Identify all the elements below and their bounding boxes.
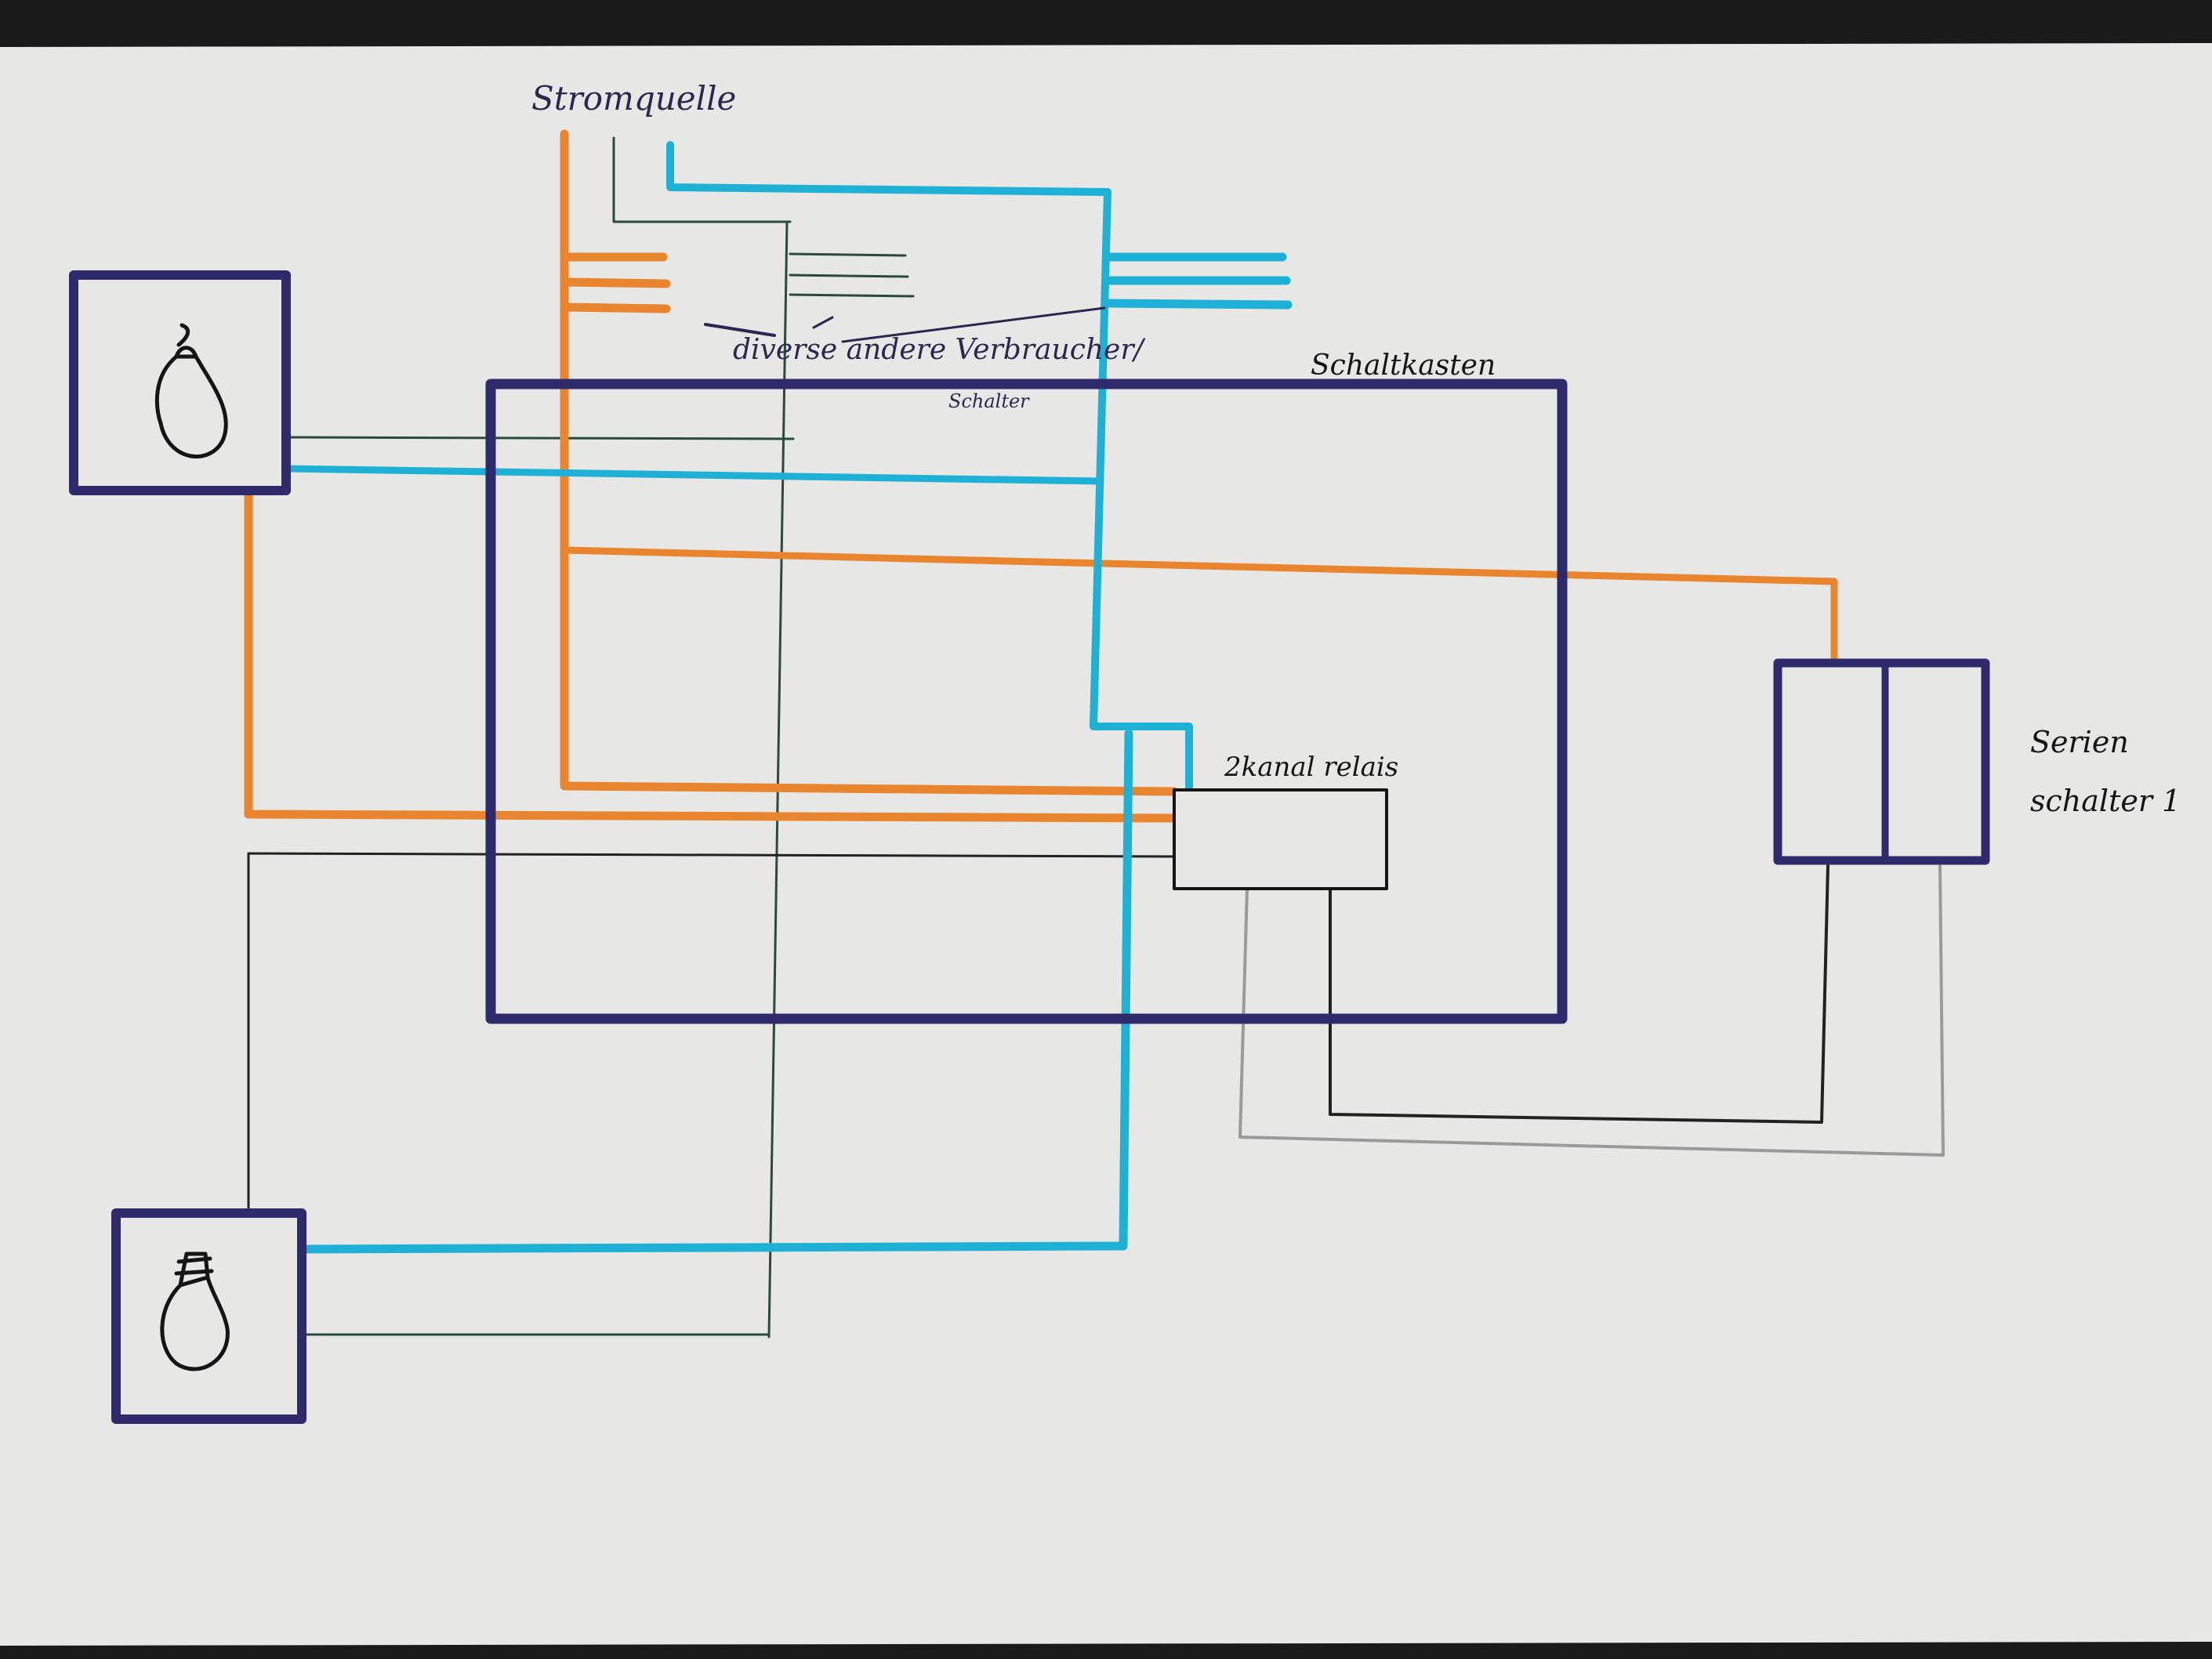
phase-wire-trunk <box>560 129 1179 796</box>
neutral-wire-lamp-2 <box>297 729 1133 1254</box>
lightbulb-icon <box>154 323 228 458</box>
label-series-switch-2: schalter 1 <box>2030 784 2181 818</box>
label-switch-cabinet: Schaltkasten <box>1311 350 1496 382</box>
earth-branch-3 <box>789 293 915 298</box>
phase-wire-lamp-1 <box>244 486 1179 823</box>
phase-branch-2 <box>560 277 671 288</box>
neutral-wire-trunk <box>666 141 1193 794</box>
earth-branch-2 <box>789 273 909 278</box>
earth-wire-source <box>612 136 792 223</box>
label-other-loads-2: Schalter <box>948 390 1030 412</box>
lightbulb-icon <box>160 1251 230 1371</box>
neutral-branch-3 <box>1103 299 1293 310</box>
annotation-stroke <box>704 323 776 337</box>
neutral-wire-lamp-1 <box>282 465 1104 485</box>
annotation-stroke <box>841 306 1106 343</box>
relay-box <box>1173 788 1388 890</box>
earth-branch-1 <box>789 252 907 257</box>
annotation-stroke <box>812 316 834 329</box>
earth-wire-lamp-1 <box>285 436 795 440</box>
label-power-source: Stromquelle <box>531 79 736 118</box>
lamp-2-box <box>111 1208 306 1424</box>
label-other-loads: diverse andere Verbraucher/ <box>733 334 1147 366</box>
phase-branch-3 <box>560 302 671 313</box>
label-series-switch: Serien <box>2030 725 2129 759</box>
signal-wire-relay-to-lamp-2 <box>247 852 1176 1215</box>
pencil-wire-relay-to-switch <box>1238 864 1945 1157</box>
label-relay: 2kanal relais <box>1224 752 1398 783</box>
lamp-1-box <box>69 270 291 495</box>
switch-cabinet-box <box>485 379 1568 1024</box>
phase-wire-to-series-switch <box>560 546 1838 667</box>
signal-wire-relay-to-switch <box>1329 864 1829 1124</box>
earth-wire-trunk <box>767 220 789 1338</box>
